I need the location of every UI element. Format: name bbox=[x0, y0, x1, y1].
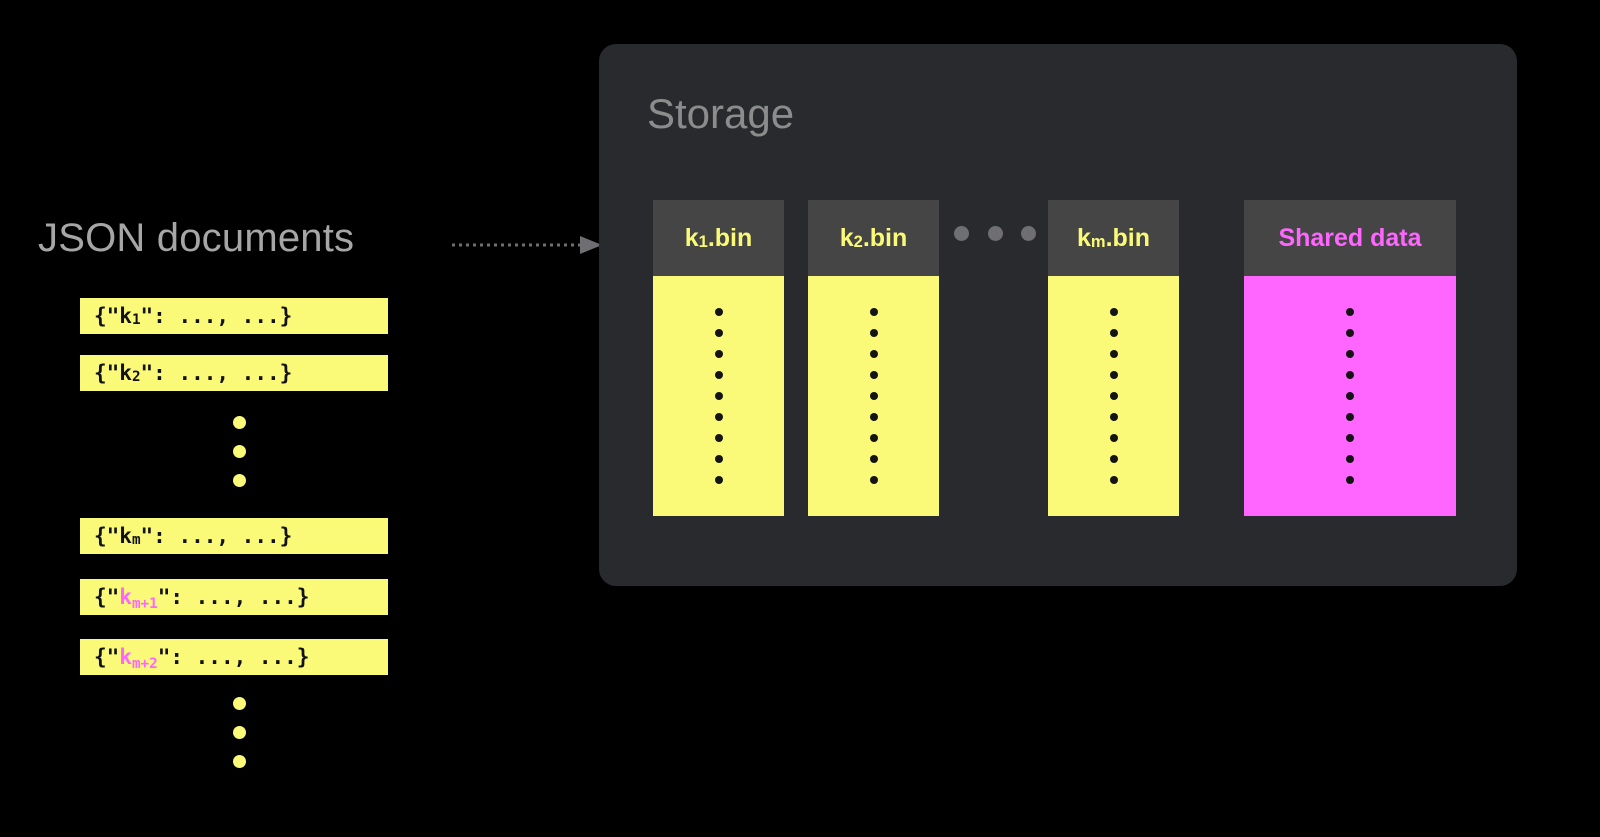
bin-name-subscript: 2 bbox=[853, 232, 863, 251]
record-dot bbox=[869, 329, 878, 337]
ellipsis-dot bbox=[232, 445, 246, 458]
json-doc-brace: {" bbox=[94, 585, 120, 609]
json-doc-key: km+1 bbox=[119, 585, 158, 612]
record-dot bbox=[714, 476, 723, 484]
record-dot bbox=[869, 392, 878, 400]
record-dot bbox=[714, 350, 723, 358]
ellipsis-dot bbox=[1021, 226, 1036, 241]
dotted-arrow-icon bbox=[452, 236, 602, 254]
json-document-box: {"km+1": ..., ...} bbox=[80, 579, 388, 615]
json-documents-ellipsis-middle bbox=[227, 416, 251, 487]
bin-name-suffix: .bin bbox=[862, 223, 908, 252]
ellipsis-dot bbox=[232, 416, 246, 429]
json-doc-key: km+2 bbox=[119, 645, 158, 672]
record-dot bbox=[714, 392, 723, 400]
json-documents-ellipsis-bottom bbox=[227, 697, 251, 768]
record-dot bbox=[714, 434, 723, 442]
json-doc-subscript: m+2 bbox=[131, 656, 158, 672]
storage-shared-data-column: Shared data bbox=[1244, 200, 1456, 516]
record-dot bbox=[1346, 308, 1354, 316]
record-dot bbox=[869, 371, 878, 379]
storage-shared-data-header: Shared data bbox=[1244, 200, 1456, 276]
record-dot bbox=[714, 308, 723, 316]
json-doc-subscript: 2 bbox=[131, 369, 141, 385]
bin-name-subscript: m bbox=[1090, 232, 1106, 251]
ellipsis-dot bbox=[232, 726, 246, 739]
storage-shared-data-body bbox=[1244, 276, 1456, 516]
ellipsis-dot bbox=[954, 226, 969, 241]
json-doc-subscript: m bbox=[131, 532, 141, 548]
ellipsis-dot bbox=[232, 474, 246, 487]
record-dot bbox=[1346, 434, 1354, 442]
record-dot bbox=[869, 308, 878, 316]
record-dot bbox=[1109, 392, 1118, 400]
record-dot bbox=[869, 476, 878, 484]
record-dot bbox=[714, 371, 723, 379]
storage-columns-ellipsis bbox=[954, 226, 1036, 241]
storage-bin-body bbox=[1048, 276, 1179, 516]
record-dot bbox=[714, 413, 723, 421]
json-doc-prefix: {"k bbox=[94, 524, 132, 548]
ellipsis-dot bbox=[232, 697, 246, 710]
json-doc-subscript: m+1 bbox=[131, 596, 158, 612]
storage-bin-body bbox=[653, 276, 784, 516]
json-doc-suffix: ": ..., ...} bbox=[157, 585, 310, 609]
json-doc-suffix: ": ..., ...} bbox=[140, 304, 293, 328]
shared-data-label: Shared data bbox=[1278, 223, 1422, 252]
json-doc-brace: {" bbox=[94, 645, 120, 669]
record-dot bbox=[1109, 476, 1118, 484]
record-dot bbox=[714, 329, 723, 337]
record-dot bbox=[869, 413, 878, 421]
bin-name-subscript: 1 bbox=[698, 232, 708, 251]
record-dot bbox=[1109, 455, 1118, 463]
json-doc-suffix: ": ..., ...} bbox=[157, 645, 310, 669]
ellipsis-dot bbox=[987, 226, 1003, 241]
ellipsis-dot bbox=[232, 755, 246, 768]
record-dot bbox=[1346, 413, 1354, 421]
record-dot bbox=[1109, 434, 1118, 442]
record-dot bbox=[1109, 308, 1118, 316]
record-dot bbox=[1346, 371, 1354, 379]
bin-name-prefix: k bbox=[839, 223, 854, 252]
json-document-box: {"km+2": ..., ...} bbox=[80, 639, 388, 675]
storage-title: Storage bbox=[647, 90, 795, 137]
record-dot bbox=[1346, 476, 1354, 484]
bin-name-suffix: .bin bbox=[1105, 223, 1150, 252]
json-doc-prefix: {"k bbox=[94, 361, 132, 385]
bin-name-prefix: k bbox=[684, 223, 699, 252]
arrow-head bbox=[580, 236, 602, 254]
record-dot bbox=[1346, 329, 1354, 337]
json-doc-prefix: {"k bbox=[94, 304, 132, 328]
record-dot bbox=[869, 350, 878, 358]
record-dot bbox=[869, 455, 878, 463]
record-dot bbox=[1346, 392, 1354, 400]
json-doc-subscript: 1 bbox=[131, 312, 141, 328]
bin-name-prefix: k bbox=[1076, 223, 1091, 252]
record-dot bbox=[714, 455, 723, 463]
record-dot bbox=[1109, 329, 1118, 337]
record-dot bbox=[1109, 413, 1118, 421]
record-dot bbox=[1346, 350, 1354, 358]
record-dot bbox=[1346, 455, 1354, 463]
bin-name-suffix: .bin bbox=[707, 223, 753, 252]
storage-bin-body bbox=[808, 276, 939, 516]
json-doc-suffix: ": ..., ...} bbox=[140, 361, 293, 385]
json-doc-suffix: ": ..., ...} bbox=[140, 524, 293, 548]
record-dot bbox=[1109, 371, 1118, 379]
json-documents-label: JSON documents bbox=[38, 216, 355, 260]
record-dot bbox=[869, 434, 878, 442]
record-dot bbox=[1109, 350, 1118, 358]
